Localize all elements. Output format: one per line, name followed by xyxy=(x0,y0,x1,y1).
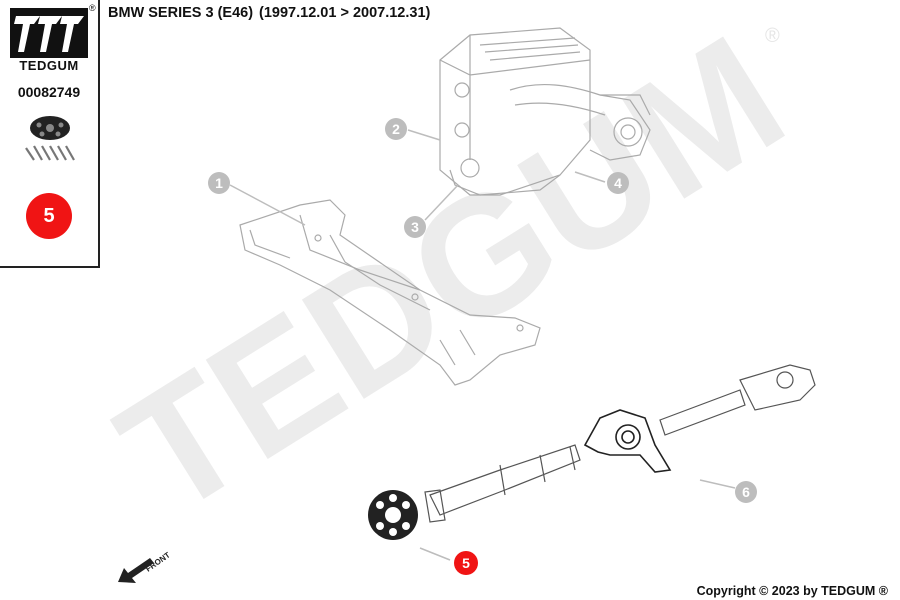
position-badge: 5 xyxy=(26,193,72,239)
callout-3-label: 3 xyxy=(411,219,419,235)
center-bearing-drawing xyxy=(583,409,672,473)
callout-4: 4 xyxy=(607,172,629,194)
flex-disc-drawing xyxy=(368,490,418,540)
brand-name: TEDGUM xyxy=(19,58,79,73)
callout-leaders xyxy=(229,129,736,561)
watermark: TEDGUM xyxy=(89,0,814,551)
registered-mark: ® xyxy=(89,3,96,13)
callout-6: 6 xyxy=(735,481,757,503)
part-number: 00082749 xyxy=(17,84,81,100)
driveshaft-drawing xyxy=(424,364,816,523)
part-thumbnail xyxy=(25,116,75,161)
page-title: BMW SERIES 3 (E46) (1997.12.01 > 2007.12.… xyxy=(108,5,430,21)
callout-5-label: 5 xyxy=(462,555,470,571)
copyright-notice: Copyright © 2023 by TEDGUM ® xyxy=(696,584,888,598)
watermark-text: TEDGUM xyxy=(89,0,814,551)
crossmember-drawing xyxy=(239,199,541,386)
callout-2: 2 xyxy=(385,118,407,140)
callout-3: 3 xyxy=(404,216,426,238)
production-period: (1997.12.01 > 2007.12.31) xyxy=(259,5,431,21)
vehicle-model: BMW SERIES 3 (E46) xyxy=(108,5,254,21)
callout-1-label: 1 xyxy=(215,175,223,191)
callout-6-label: 6 xyxy=(742,484,750,500)
callout-5: 5 xyxy=(454,551,478,575)
callout-4-label: 4 xyxy=(614,175,622,191)
part-info-panel: ® TEDGUM 00082749 5 xyxy=(0,0,100,268)
tedgum-logo xyxy=(10,8,88,58)
watermark-registered: ® xyxy=(765,25,780,47)
callout-2-label: 2 xyxy=(392,121,400,137)
engine-drawing xyxy=(439,27,651,196)
front-arrow: FRONT xyxy=(118,550,172,583)
callout-1: 1 xyxy=(208,172,230,194)
